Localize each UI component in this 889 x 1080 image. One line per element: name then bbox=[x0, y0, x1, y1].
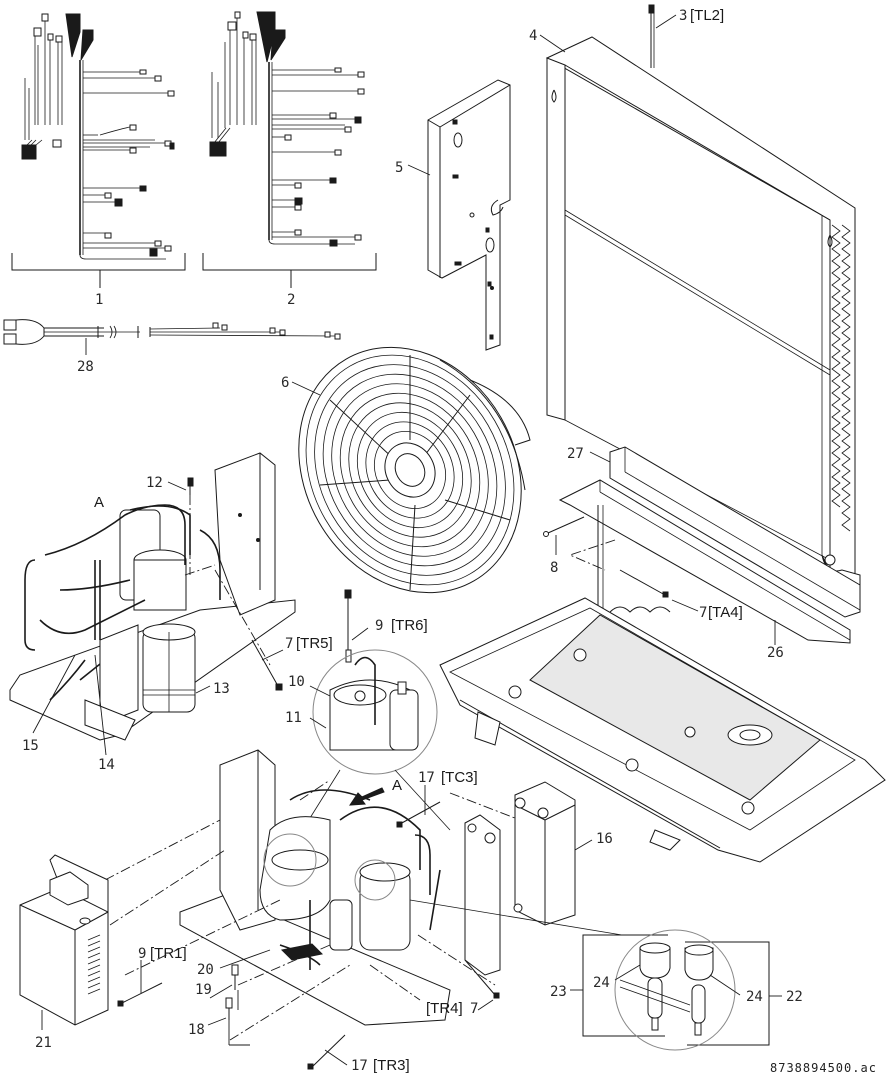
base-tray bbox=[439, 597, 886, 863]
plate-heat-exchanger-16 bbox=[464, 781, 593, 976]
callout-16: 16 bbox=[596, 831, 613, 847]
fan-assembly-6 bbox=[291, 346, 531, 594]
callout-11: 11 bbox=[285, 710, 302, 726]
callout-26: 26 bbox=[767, 645, 784, 661]
callout-4: 4 bbox=[529, 28, 537, 44]
callout-24-right: 24 bbox=[746, 989, 763, 1005]
mounting-panel-5 bbox=[407, 79, 511, 351]
callout-7-ta4: 7 bbox=[699, 605, 707, 621]
callout-7-ta4-tag: [TA4] bbox=[708, 604, 743, 621]
callout-3: 3 bbox=[679, 8, 687, 24]
wiring-harness-1 bbox=[11, 13, 186, 288]
sensor-7-ta4 bbox=[568, 539, 699, 612]
callout-27: 27 bbox=[567, 446, 584, 462]
callout-labels: 1 2 3 [TL2] 4 5 6 7 [TA4] 7 [TR5] 7 [TR4… bbox=[22, 7, 877, 1075]
callout-7-tr5-tag: [TR5] bbox=[296, 635, 333, 652]
callout-7-tr5: 7 bbox=[285, 636, 293, 652]
callout-7-tr4: 7 bbox=[470, 1001, 478, 1017]
callout-8: 8 bbox=[550, 560, 558, 576]
base-frame-26 bbox=[558, 479, 851, 645]
callout-19: 19 bbox=[195, 982, 212, 998]
document-id: 8738894500.ac bbox=[770, 1061, 877, 1075]
heat-exchanger-coil-4 bbox=[539, 34, 861, 591]
callout-17-tc3-tag: [TC3] bbox=[441, 769, 478, 786]
compressor-assembly-lower bbox=[104, 749, 623, 1070]
callout-3-tag: [TL2] bbox=[690, 7, 724, 24]
callout-28: 28 bbox=[77, 359, 94, 375]
callout-20: 20 bbox=[197, 962, 214, 978]
view-direction-arrow bbox=[349, 787, 385, 806]
control-box-21 bbox=[19, 854, 109, 1030]
callout-12: 12 bbox=[146, 475, 163, 491]
sensor-8 bbox=[543, 516, 585, 555]
callout-7-tr4-tag: [TR4] bbox=[426, 1000, 463, 1017]
view-marker-a: A bbox=[94, 494, 104, 511]
callout-5: 5 bbox=[395, 160, 403, 176]
callout-2: 2 bbox=[287, 292, 295, 308]
callout-14: 14 bbox=[98, 757, 115, 773]
wiring-harness-2 bbox=[202, 11, 377, 288]
view-arrow-label-a: A bbox=[392, 777, 402, 794]
callout-22: 22 bbox=[786, 989, 803, 1005]
callout-21: 21 bbox=[35, 1035, 52, 1051]
callout-18: 18 bbox=[188, 1022, 205, 1038]
callout-17-tc3: 17 bbox=[418, 770, 435, 786]
callout-24-left: 24 bbox=[593, 975, 610, 991]
sensor-17-tc3 bbox=[396, 785, 521, 828]
detail-compressor-top bbox=[289, 589, 451, 851]
callout-15: 15 bbox=[22, 738, 39, 754]
callout-23: 23 bbox=[550, 984, 567, 1000]
callout-13: 13 bbox=[213, 681, 230, 697]
callout-17-tr3-tag: [TR3] bbox=[373, 1057, 410, 1074]
connection-cable-28 bbox=[3, 319, 341, 355]
compressor-assembly-view-a bbox=[9, 452, 296, 756]
callout-9-tr1-tag: [TR1] bbox=[150, 945, 187, 962]
callout-1: 1 bbox=[95, 292, 103, 308]
temperature-sensor-3 bbox=[648, 4, 677, 68]
callout-9-tr6: 9 bbox=[375, 618, 383, 634]
callout-9-tr1: 9 bbox=[138, 946, 146, 962]
callout-10: 10 bbox=[288, 674, 305, 690]
callout-6: 6 bbox=[281, 375, 289, 391]
service-valves-22-23 bbox=[570, 929, 782, 1051]
callout-9-tr6-tag: [TR6] bbox=[391, 617, 428, 634]
callout-17-tr3: 17 bbox=[351, 1058, 368, 1074]
insulation-strip-27 bbox=[589, 446, 861, 618]
